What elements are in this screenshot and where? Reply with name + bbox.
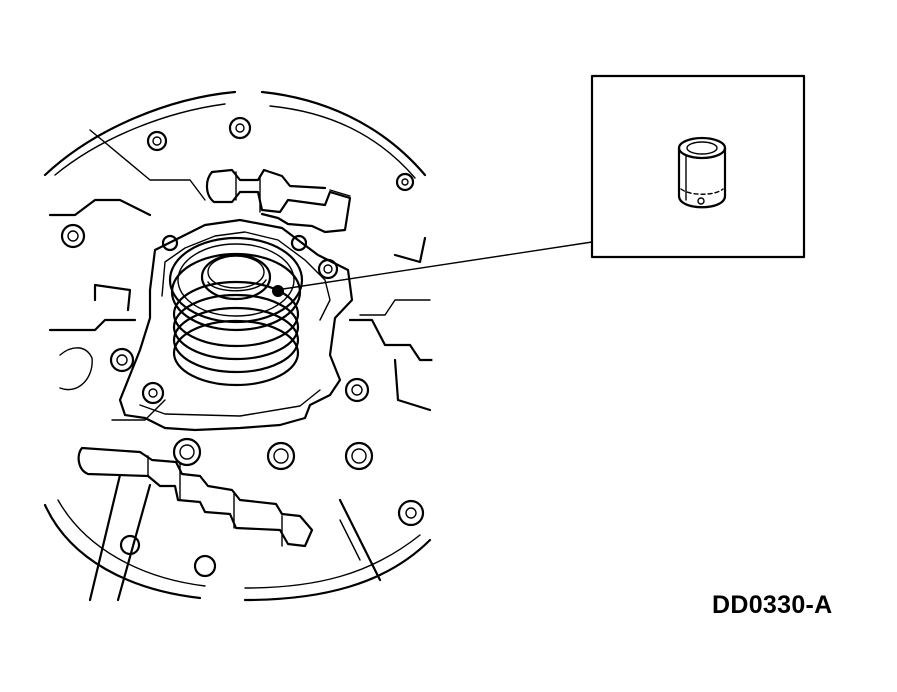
bolt-hole [161, 234, 179, 252]
pump-rings [168, 236, 304, 387]
bolt-hole [172, 437, 202, 467]
bolt-hole [141, 381, 165, 405]
bolt-hole [228, 116, 252, 140]
figure-code: DD0330-A [712, 591, 833, 619]
bushing-location-dot [272, 285, 284, 297]
bolt-hole [266, 441, 296, 471]
bolt-hole [397, 499, 425, 527]
bolt-hole [119, 534, 141, 556]
bolt-hole [395, 172, 415, 192]
bolt-hole [344, 377, 370, 403]
bolt-hole [344, 441, 374, 471]
detail-inset [590, 74, 806, 259]
bolt-hole-group [60, 116, 425, 578]
bolt-hole [146, 130, 168, 152]
bolt-hole [290, 234, 308, 252]
bolt-hole [109, 347, 135, 373]
bolt-hole [193, 554, 217, 578]
valve-body-plate [43, 90, 432, 602]
pump-housing [118, 218, 354, 432]
valve-spool-upper [205, 168, 352, 234]
plate-passages [59, 236, 435, 561]
leader-line [282, 241, 593, 290]
valve-spool-lower [77, 446, 382, 602]
bushing-detail [677, 136, 727, 209]
bolt-hole [60, 223, 86, 249]
